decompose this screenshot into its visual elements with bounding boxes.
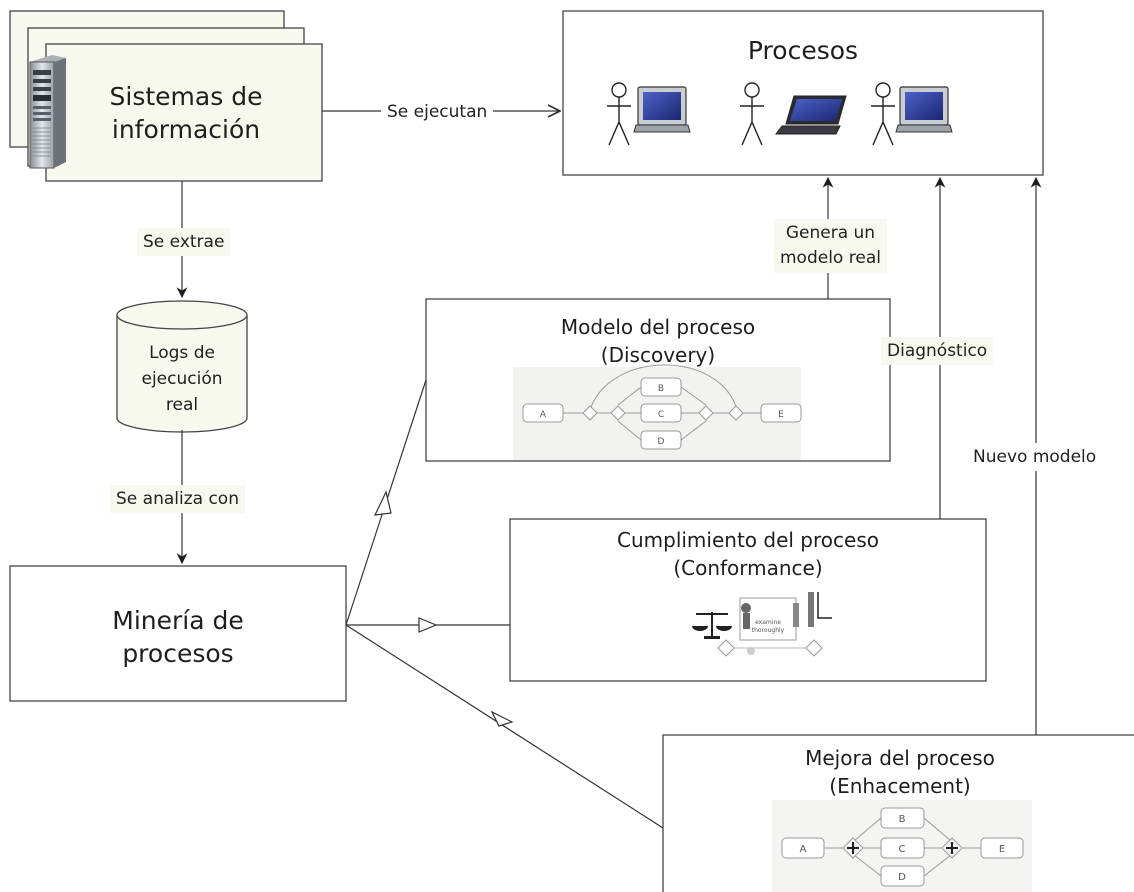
person-icon <box>607 82 631 146</box>
discovery-label: Modelo del proceso (Discovery) <box>498 313 818 369</box>
edge-label-se-ejecutan: Se ejecutan <box>381 98 494 126</box>
discovery-label-line2: (Discovery) <box>600 343 716 367</box>
enhancement-activity-d: D <box>898 872 906 883</box>
sistemas-label: Sistemas de información <box>66 80 306 146</box>
conformance-mini-label-2: thoroughly <box>752 627 785 634</box>
edge-triangle-discovery <box>373 490 392 516</box>
discovery-activity-b: B <box>658 384 664 394</box>
mineria-label-line2: procesos <box>122 639 234 668</box>
enhancement-activity-b: B <box>899 814 906 825</box>
enhancement-activity-e: E <box>999 844 1005 855</box>
sistemas-label-line1: Sistemas de <box>109 82 263 111</box>
enhancement-label-line2: (Enhacement) <box>829 774 971 798</box>
conformance-label: Cumplimiento del proceso (Conformance) <box>568 526 928 582</box>
discovery-activity-d: D <box>658 437 665 447</box>
mineria-node <box>9 565 347 702</box>
scales-icon <box>692 612 732 639</box>
laptop-icon <box>775 95 847 135</box>
logs-label-line1: Logs de <box>149 343 215 363</box>
discovery-node: A B C D E <box>425 298 891 462</box>
enhancement-label: Mejora del proceso (Enhacement) <box>752 744 1048 800</box>
procesos-title: Procesos <box>747 36 859 65</box>
edge-label-se-extrae: Se extrae <box>137 228 231 256</box>
edge-label-diagnostico: Diagnóstico <box>881 337 994 365</box>
mineria-label-line1: Minería de <box>112 606 244 635</box>
enhancement-label-line1: Mejora del proceso <box>805 746 995 770</box>
procesos-node <box>562 10 1044 176</box>
edge-label-genera-line2: modelo real <box>780 248 881 268</box>
edge-triangle-conformance <box>418 617 438 633</box>
logs-cylinder <box>116 300 248 433</box>
conformance-mini-label-1: examine <box>755 619 781 626</box>
discovery-label-line1: Modelo del proceso <box>560 315 756 339</box>
desktop-computer-icon <box>895 86 953 133</box>
bpmn-model-icon: examine thoroughly <box>717 592 832 657</box>
discovery-activity-e: E <box>778 410 784 420</box>
enhancement-activity-a: A <box>800 844 807 855</box>
logs-label: Logs de ejecución real <box>117 340 247 418</box>
person-icon <box>740 82 764 146</box>
enhancement-node: A B C D E <box>662 734 1134 892</box>
edge-label-se-analiza-con: Se analiza con <box>110 485 245 513</box>
server-icon <box>29 55 66 169</box>
edge-label-nuevo-modelo: Nuevo modelo <box>967 443 1103 471</box>
sistemas-node <box>9 10 323 182</box>
logs-label-line2: ejecución <box>141 369 223 389</box>
conformance-node: examine thoroughly <box>509 518 987 682</box>
enhancement-activity-c: C <box>899 844 906 855</box>
person-icon <box>871 82 895 146</box>
sistemas-page-front <box>45 43 323 182</box>
edges <box>176 111 1042 829</box>
edge-triangle-enhancement <box>490 710 514 727</box>
discovery-activity-a: A <box>540 410 547 420</box>
edge-label-genera-modelo: Genera un modelo real <box>774 219 887 273</box>
bpmn-model-icon: A B C D E <box>772 800 1032 892</box>
desktop-computer-icon <box>633 86 691 133</box>
bpmn-model-icon: A B C D E <box>513 364 802 460</box>
edge-label-genera-line1: Genera un <box>785 223 876 243</box>
discovery-activity-c: C <box>658 410 664 420</box>
conformance-label-line2: (Conformance) <box>673 556 823 580</box>
mineria-label: Minería de procesos <box>48 604 308 670</box>
conformance-label-line1: Cumplimiento del proceso <box>617 528 879 552</box>
edge-triangle-markers <box>373 490 514 727</box>
sistemas-label-line2: información <box>111 115 261 144</box>
edge-mineria-enhancement <box>345 624 664 829</box>
logs-label-line3: real <box>165 395 199 415</box>
